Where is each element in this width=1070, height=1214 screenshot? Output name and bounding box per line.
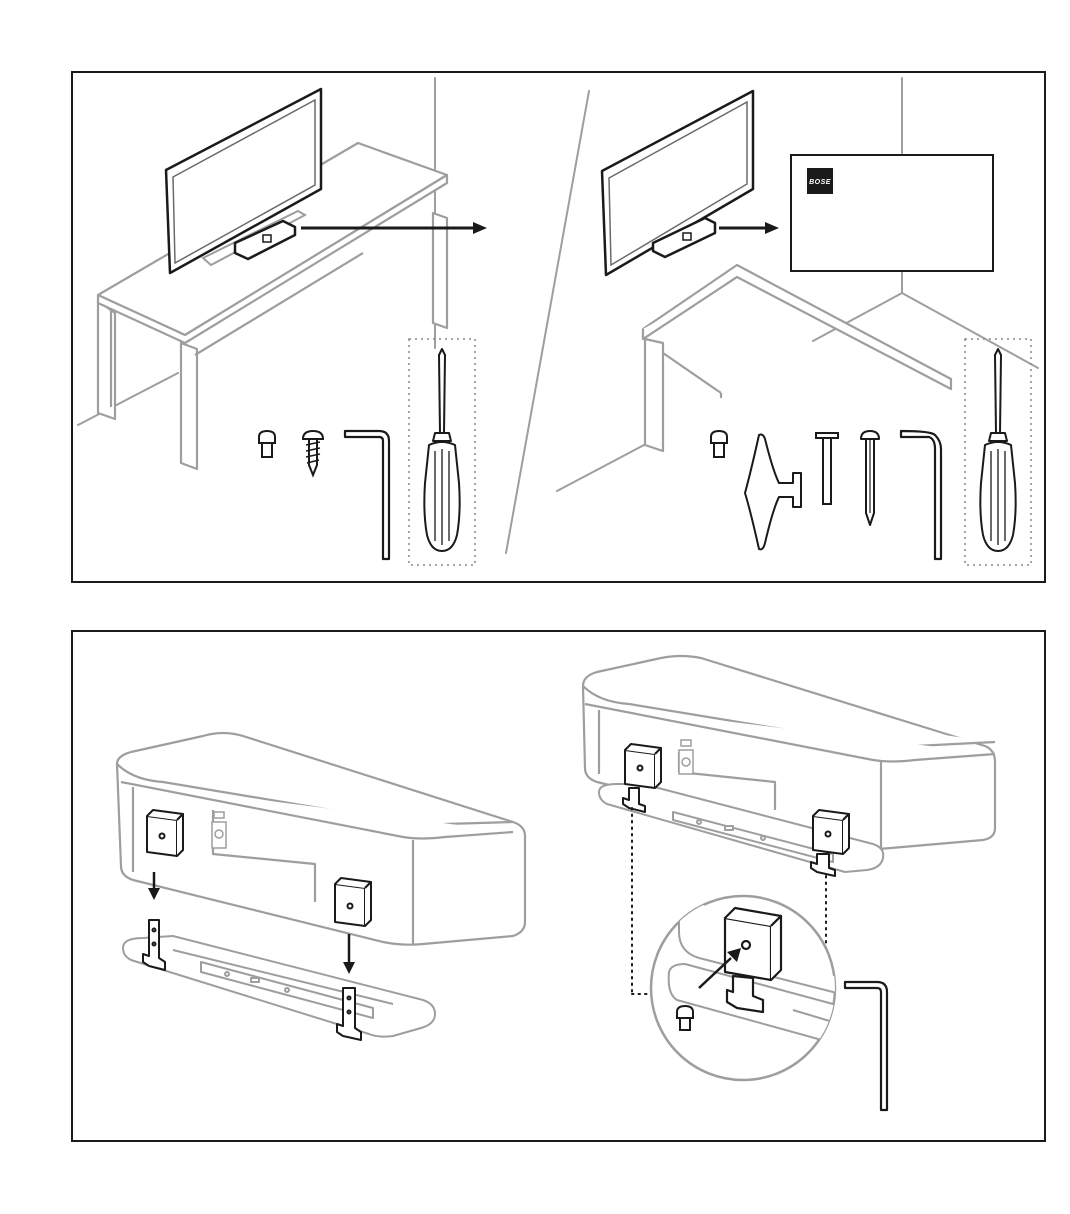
screw-icon	[711, 431, 727, 457]
magnifier-callout-icon	[651, 892, 863, 1080]
hex-key-icon	[901, 431, 941, 559]
screwdriver-icon	[980, 349, 1015, 551]
table-setup-panel: BOSE	[71, 71, 1046, 583]
mounting-bracket-icon	[335, 878, 371, 926]
hex-key-icon	[845, 982, 887, 1110]
wall-anchor-icon	[816, 433, 838, 504]
base-plate-icon	[123, 936, 435, 1037]
arrow-icon	[719, 222, 779, 234]
bracket-attachment-illustration	[73, 632, 1044, 1140]
screwdriver-icon	[424, 349, 459, 551]
bose-guide-card: BOSE	[791, 155, 993, 271]
bracket-attachment-panel	[71, 630, 1046, 1142]
power-port-icon	[212, 812, 226, 848]
wall-mount-bracket-icon	[745, 435, 801, 550]
panel-divider-line	[506, 91, 589, 553]
floor-line	[78, 373, 178, 425]
bose-logo-text: BOSE	[809, 179, 831, 186]
floor-line	[902, 293, 1038, 368]
wood-screw-icon	[303, 431, 323, 475]
screw-icon	[259, 431, 275, 457]
power-port-icon	[679, 740, 693, 774]
arrow-icon	[343, 934, 355, 974]
screw-icon	[677, 1006, 693, 1030]
table-setup-illustration: BOSE	[73, 73, 1044, 581]
long-screw-icon	[861, 431, 879, 525]
table-icon	[643, 265, 951, 451]
mounting-bracket-icon	[147, 810, 183, 856]
hex-key-icon	[345, 431, 389, 559]
